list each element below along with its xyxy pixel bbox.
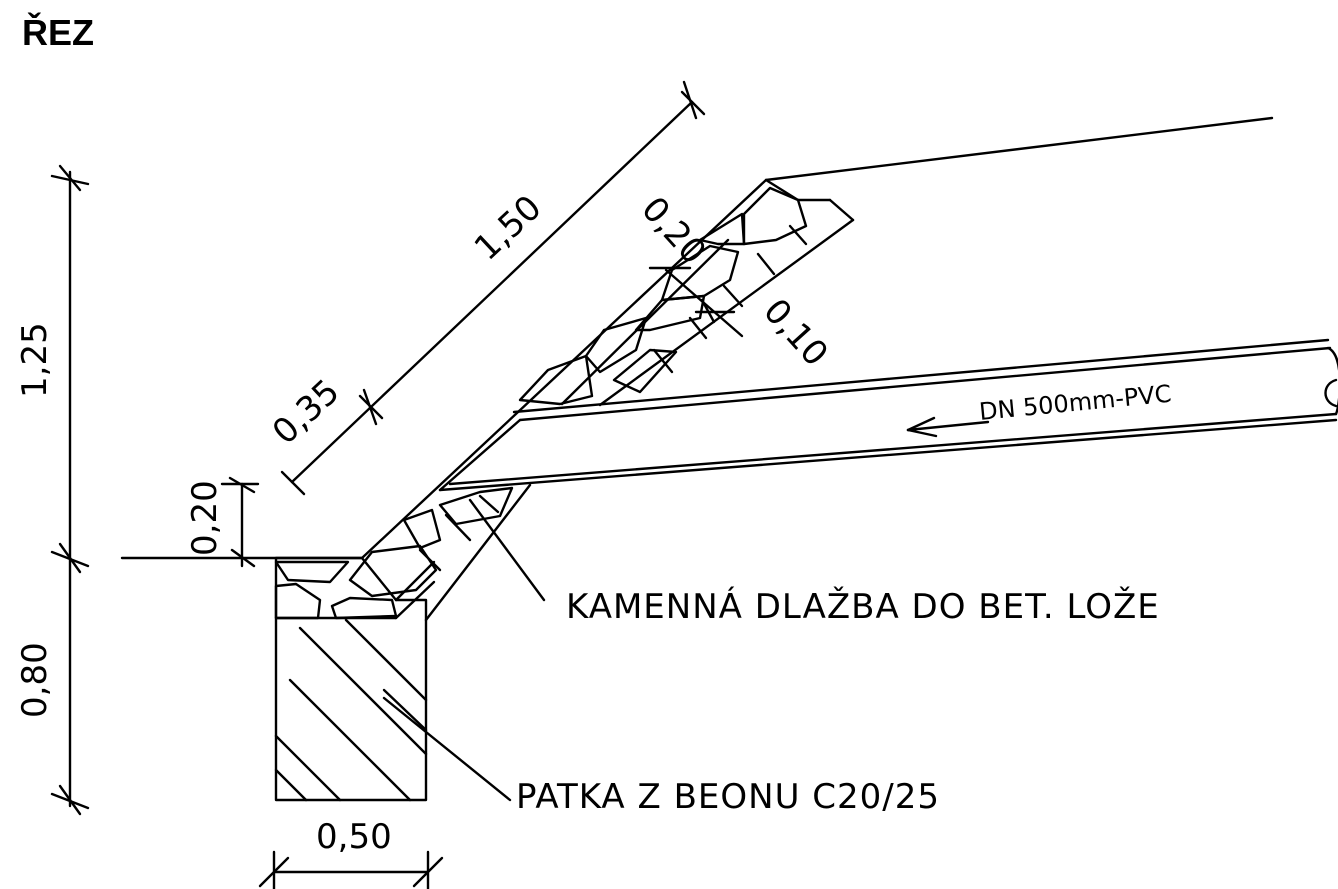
footing xyxy=(274,556,436,802)
section-title: ŘEZ xyxy=(22,12,94,53)
leader-lines xyxy=(382,498,546,802)
footing-width-dimension xyxy=(258,850,444,889)
vertical-dimension xyxy=(50,164,90,816)
slope-dimension xyxy=(280,80,706,496)
dim-paving-thickness: 0,20 xyxy=(633,189,713,272)
dim-height-footing: 0,80 xyxy=(15,642,55,718)
dim-slope-length: 1,50 xyxy=(467,188,550,269)
label-paving: KAMENNÁ DLAŽBA DO BET. LOŽE xyxy=(566,586,1160,627)
slope-paving xyxy=(274,178,855,622)
dim-height-step: 0,20 xyxy=(185,480,225,556)
label-pipe: DN 500mm-PVC xyxy=(978,380,1173,426)
dim-height-total: 1,25 xyxy=(15,322,55,398)
ground-line xyxy=(120,116,1274,560)
dim-bed-thickness: 0,10 xyxy=(755,291,835,374)
step-dimension xyxy=(220,476,260,568)
pipe xyxy=(438,338,1338,492)
thickness-dimension xyxy=(648,266,744,338)
dim-footing-width: 0,50 xyxy=(316,817,392,857)
label-footing: PATKA Z BEONU C20/25 xyxy=(516,777,940,817)
